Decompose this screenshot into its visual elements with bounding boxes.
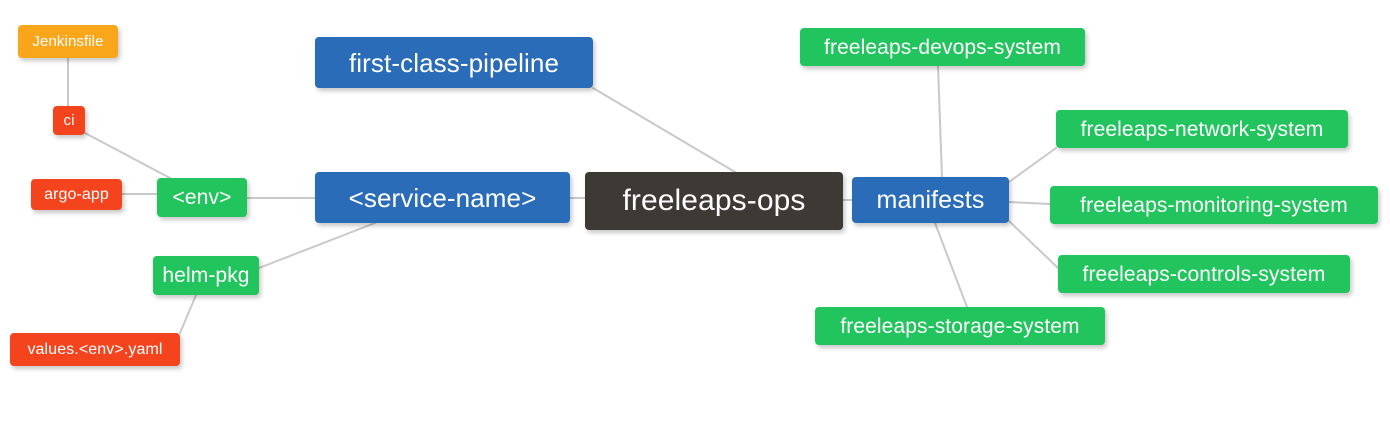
node-freeleaps-monitoring-system[interactable]: freeleaps-monitoring-system (1050, 186, 1378, 224)
node-label-first-class-pipeline: first-class-pipeline (348, 47, 560, 78)
node-freeleaps-ops[interactable]: freeleaps-ops (585, 172, 843, 230)
node-helm-pkg[interactable]: helm-pkg (153, 256, 259, 295)
node-freeleaps-network-system[interactable]: freeleaps-network-system (1056, 110, 1348, 148)
node-label-freeleaps-storage-system: freeleaps-storage-system (840, 314, 1080, 338)
node-label-freeleaps-ops: freeleaps-ops (622, 184, 806, 217)
node-argo-app[interactable]: argo-app (31, 179, 122, 210)
node-ci[interactable]: ci (53, 106, 85, 135)
edge-helm-values (179, 294, 197, 334)
node-label-helm-pkg: helm-pkg (162, 264, 250, 287)
edge-ops-pipeline (592, 87, 736, 173)
node-label-argo-app: argo-app (44, 185, 109, 203)
node-manifests[interactable]: manifests (852, 177, 1009, 223)
node-freeleaps-devops-system[interactable]: freeleaps-devops-system (800, 28, 1085, 66)
edge-manifests-controls (1008, 220, 1059, 269)
edge-env-ci (84, 132, 171, 179)
node-label-env: <env> (172, 186, 232, 209)
node-label-manifests: manifests (876, 185, 985, 214)
node-label-freeleaps-monitoring-system: freeleaps-monitoring-system (1080, 193, 1348, 217)
node-label-freeleaps-controls-system: freeleaps-controls-system (1082, 262, 1326, 286)
node-env[interactable]: <env> (157, 178, 247, 217)
edge-manifests-network (1008, 147, 1057, 183)
node-label-ci: ci (63, 112, 75, 129)
node-freeleaps-storage-system[interactable]: freeleaps-storage-system (815, 307, 1105, 345)
node-first-class-pipeline[interactable]: first-class-pipeline (315, 37, 593, 88)
node-label-freeleaps-network-system: freeleaps-network-system (1080, 117, 1324, 141)
edge-manifests-devops (937, 65, 943, 178)
edge-manifests-storage (934, 222, 968, 308)
node-label-jenkinsfile: Jenkinsfile (32, 33, 104, 50)
edge-manifests-monitoring (1008, 201, 1051, 205)
node-jenkinsfile[interactable]: Jenkinsfile (18, 25, 118, 58)
node-label-values-env-yaml: values.<env>.yaml (27, 340, 163, 358)
edge-service-helm (258, 222, 376, 269)
node-freeleaps-controls-system[interactable]: freeleaps-controls-system (1058, 255, 1350, 293)
node-service-name[interactable]: <service-name> (315, 172, 570, 223)
node-label-freeleaps-devops-system: freeleaps-devops-system (824, 35, 1061, 59)
node-values-env-yaml[interactable]: values.<env>.yaml (10, 333, 180, 366)
node-label-service-name: <service-name> (348, 182, 537, 213)
